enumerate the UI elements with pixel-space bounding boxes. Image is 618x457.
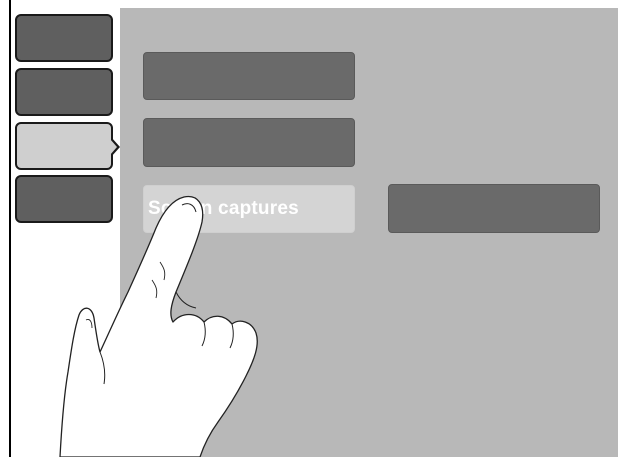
left-divider bbox=[9, 0, 11, 457]
screen-captures-button[interactable]: Screen captures bbox=[143, 185, 355, 233]
sidebar-tab-3-selected[interactable] bbox=[15, 122, 113, 170]
option-button-1[interactable] bbox=[143, 52, 355, 100]
screen-captures-label: Screen captures bbox=[148, 198, 299, 219]
option-button-4[interactable] bbox=[388, 184, 600, 233]
sidebar-tab-1[interactable] bbox=[15, 14, 113, 62]
selected-tab-pointer-fill bbox=[110, 139, 117, 155]
option-button-2[interactable] bbox=[143, 118, 355, 167]
sidebar-tab-4[interactable] bbox=[15, 175, 113, 223]
sidebar-tab-2[interactable] bbox=[15, 68, 113, 116]
